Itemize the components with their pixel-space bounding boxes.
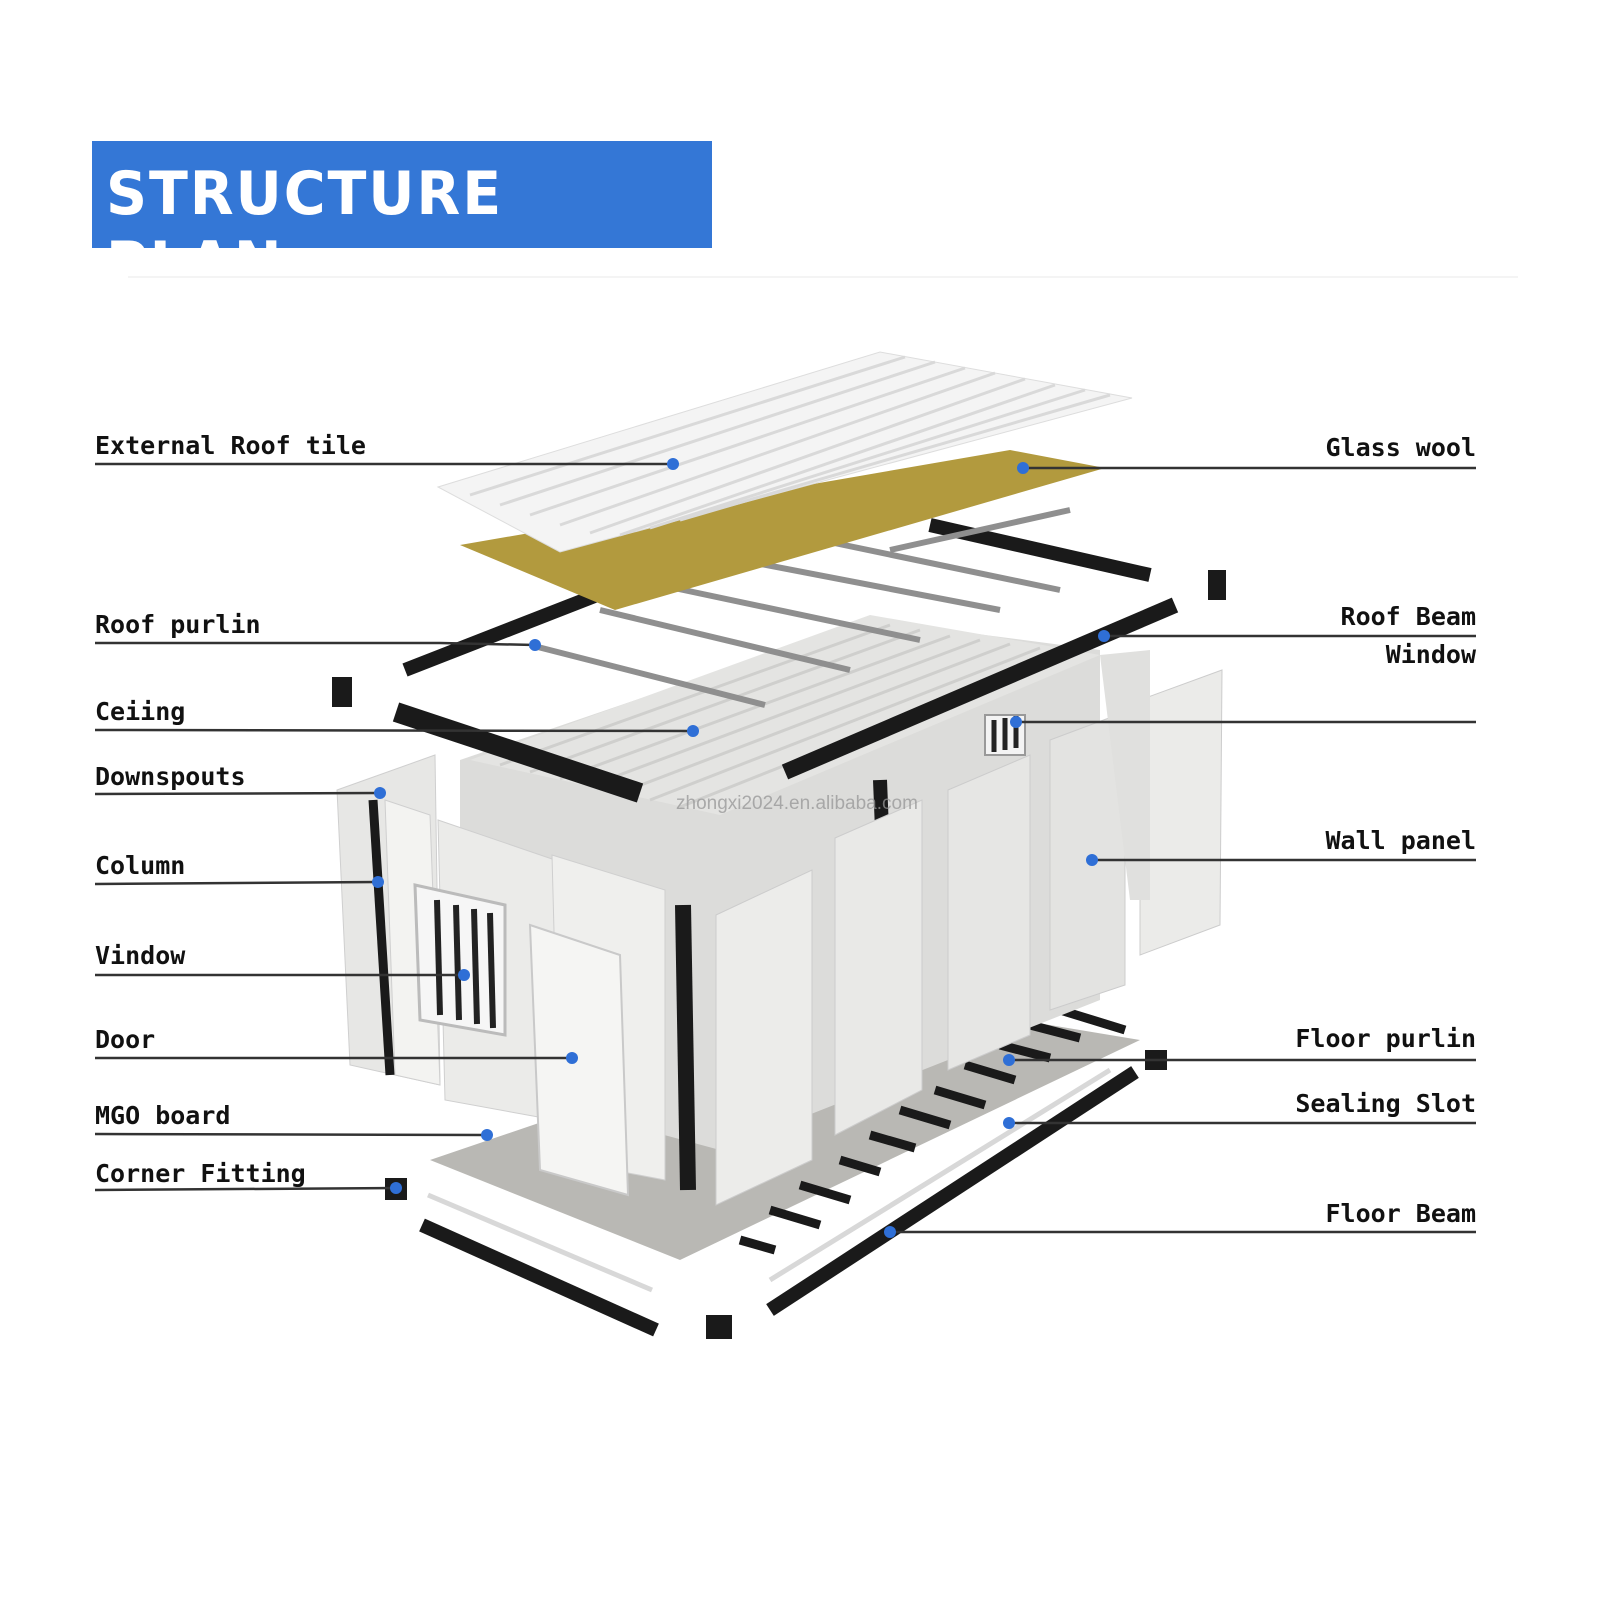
door bbox=[528, 923, 630, 1197]
column bbox=[675, 904, 696, 1191]
ceiling bbox=[470, 615, 1100, 815]
window-front bbox=[413, 883, 507, 1037]
sealing-slot-right bbox=[768, 1067, 1112, 1283]
glass-wool bbox=[460, 450, 1105, 610]
label-floor-beam: Floor Beam bbox=[1325, 1199, 1476, 1228]
label-door: Door bbox=[95, 1025, 156, 1054]
label-sealing-slot: Sealing Slot bbox=[1295, 1089, 1476, 1118]
label-column: Column bbox=[95, 851, 186, 880]
label-window-right: Window bbox=[1385, 640, 1476, 669]
wall-panel bbox=[715, 869, 813, 1206]
column bbox=[368, 799, 395, 1076]
label-external-roof-tile: External Roof tile bbox=[95, 431, 366, 460]
wall-panel bbox=[834, 799, 923, 1136]
wall-panel bbox=[1139, 669, 1223, 956]
label-glass-wool: Glass wool bbox=[1325, 433, 1476, 462]
label-wall-panel: Wall panel bbox=[1325, 826, 1476, 855]
divider bbox=[128, 276, 1518, 278]
floor-beam-front-right bbox=[766, 1066, 1139, 1316]
label-window-left: Vindow bbox=[95, 941, 186, 970]
label-floor-purlin: Floor purlin bbox=[1295, 1024, 1476, 1053]
label-downspouts: Downspouts bbox=[95, 762, 246, 791]
corner-fitting bbox=[1208, 570, 1226, 600]
label-corner-fitting: Corner Fitting bbox=[95, 1159, 306, 1188]
label-roof-beam: Roof Beam bbox=[1340, 602, 1476, 631]
roof-beam-front-right bbox=[781, 597, 1179, 780]
floor-beam-front-left bbox=[419, 1218, 659, 1337]
leader-lines bbox=[94, 462, 1476, 1234]
marker-dots bbox=[372, 458, 1110, 1238]
label-ceiling: Ceiing bbox=[95, 697, 186, 726]
corner-fitting bbox=[706, 1315, 732, 1339]
floor-purlins bbox=[738, 1005, 1127, 1255]
sealing-slot-left bbox=[427, 1192, 653, 1293]
page-title: STRUCTURE PLAN bbox=[106, 159, 504, 299]
label-mgo-board: MGO board bbox=[95, 1101, 231, 1130]
roof-purlins bbox=[529, 507, 1071, 708]
roof-beam-front-left bbox=[392, 702, 644, 803]
label-roof-purlin: Roof purlin bbox=[95, 610, 261, 639]
roof-beam-back-left bbox=[402, 583, 613, 677]
corner-fitting bbox=[332, 677, 352, 707]
title-banner: STRUCTURE PLAN bbox=[92, 141, 712, 299]
watermark: zhongxi2024.en.alibaba.com bbox=[676, 793, 918, 814]
wall-panel bbox=[947, 754, 1031, 1071]
